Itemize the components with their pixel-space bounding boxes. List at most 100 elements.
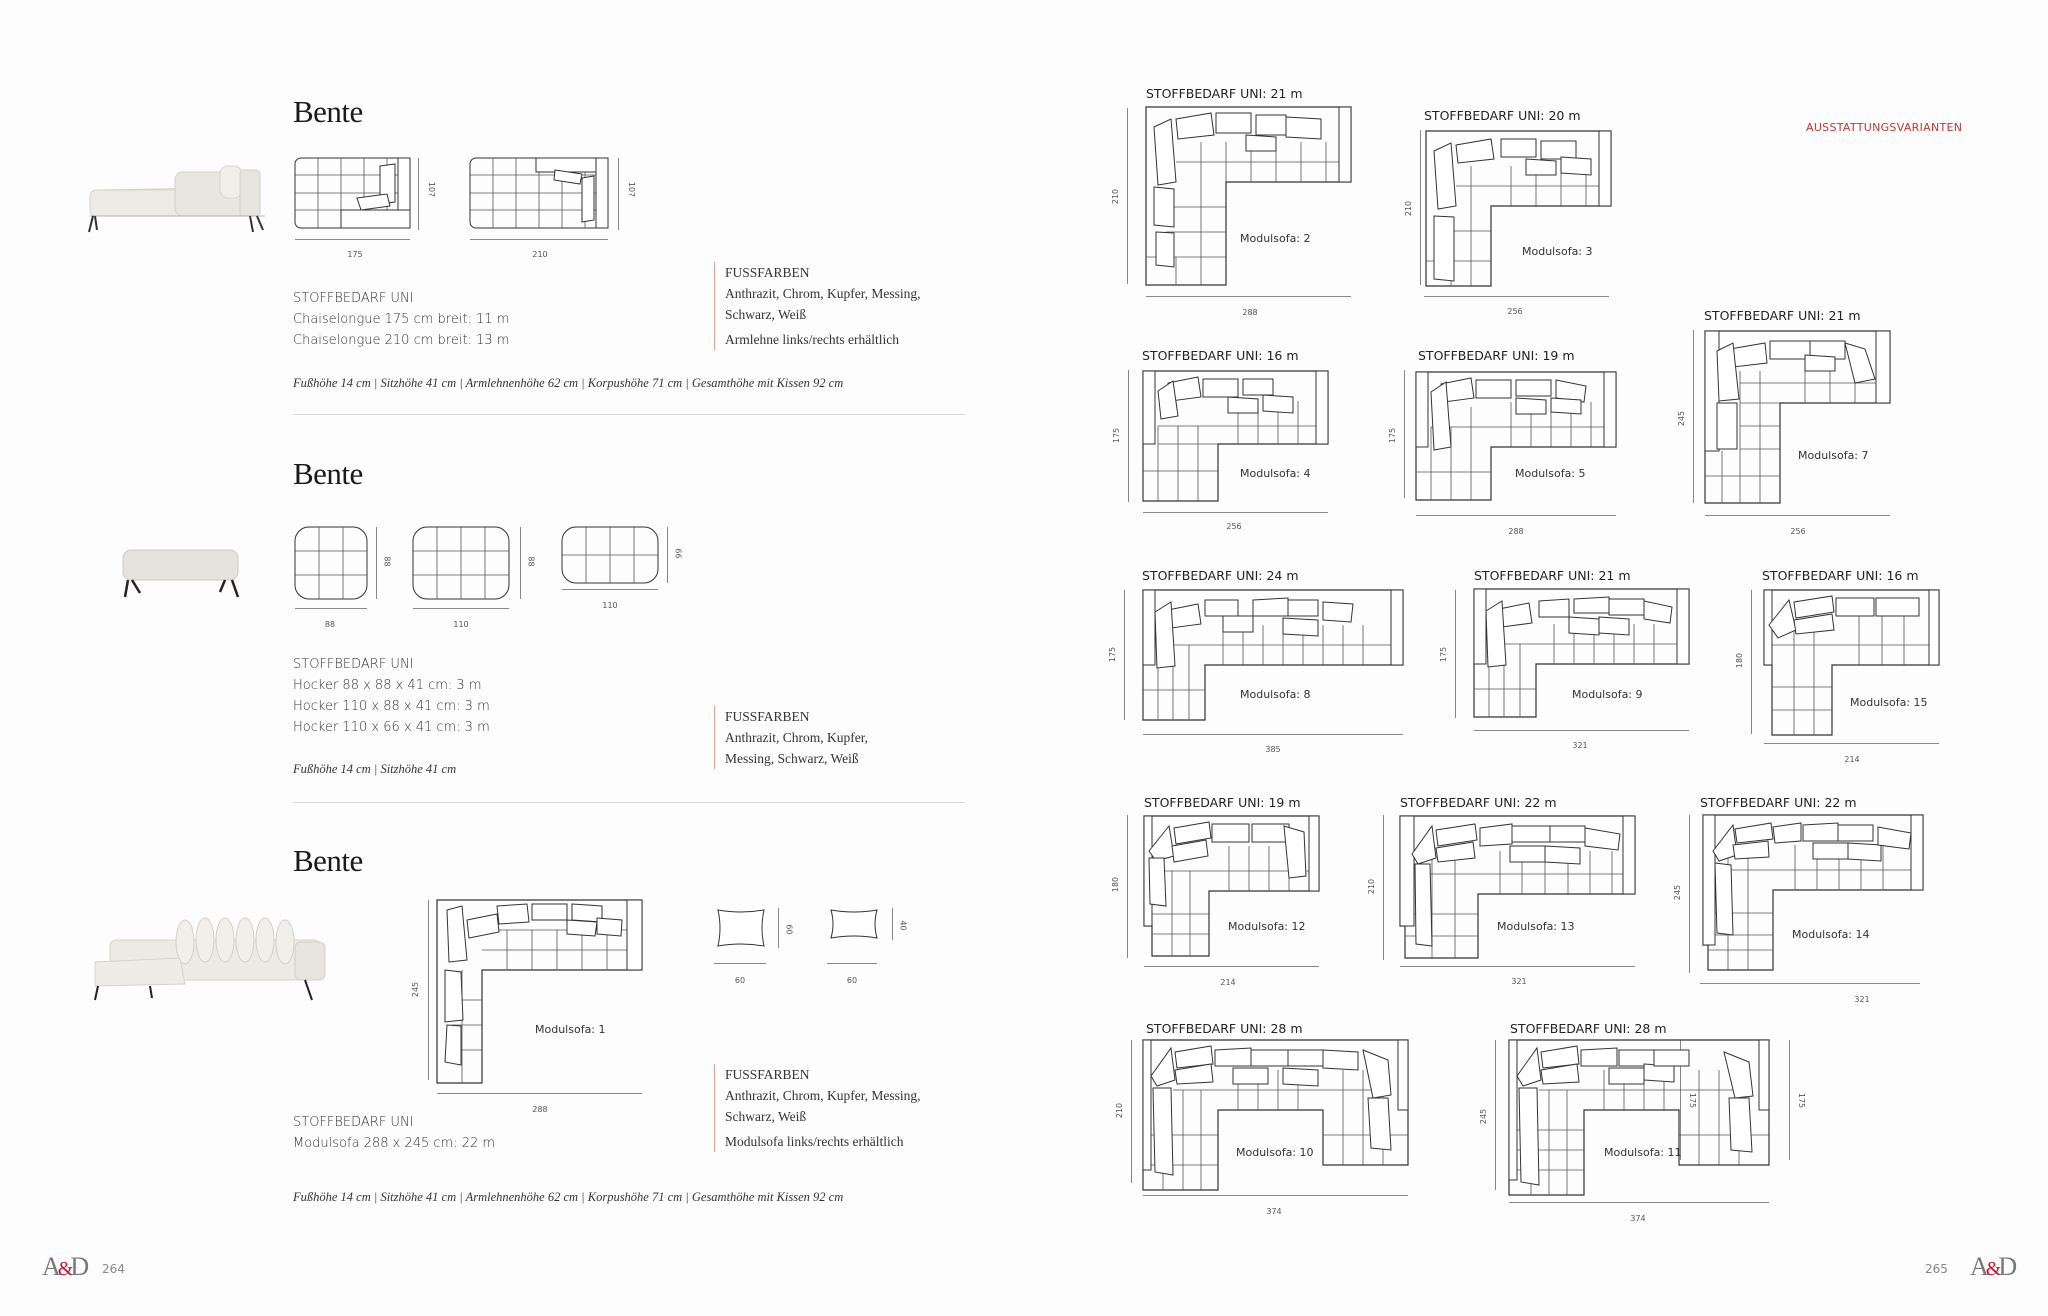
dim-line <box>1764 743 1939 744</box>
dim-line <box>1400 966 1635 967</box>
dim-110b: 110 <box>602 601 618 610</box>
variant-depth-right: 175 <box>1797 1092 1807 1109</box>
dim-line <box>1124 590 1125 720</box>
dim-175: 175 <box>347 250 363 259</box>
variant-depth: 175 <box>1112 427 1122 444</box>
section-divider <box>293 414 965 415</box>
section-2-title: Bente <box>293 456 363 491</box>
modulsofa-1-plan <box>436 899 643 1084</box>
cushion-1-height: 60 <box>784 924 794 935</box>
dim-88v: 88 <box>382 556 392 567</box>
variant-stoff: STOFFBEDARF UNI: 19 m <box>1418 348 1575 363</box>
dim-line <box>778 908 779 948</box>
fabric-line: Chaiselongue 210 cm breit: 13 m <box>293 333 510 348</box>
dim-line <box>667 527 668 583</box>
dim-line <box>892 908 893 940</box>
section-2-fabric: STOFFBEDARF UNI Hocker 88 x 88 x 41 cm: … <box>293 654 490 738</box>
modulsofa-14-plan <box>1702 814 1924 971</box>
modulsofa-11-plan <box>1508 1039 1770 1196</box>
section-3-fabric: STOFFBEDARF UNI Modulsofa 288 x 245 cm: … <box>293 1112 495 1154</box>
variant-width: 385 <box>1265 745 1281 754</box>
dim-line <box>1143 734 1403 735</box>
variant-stoff: STOFFBEDARF UNI: 16 m <box>1142 348 1299 363</box>
dim-line <box>562 589 658 590</box>
dim-line <box>1693 330 1694 503</box>
variant-stoff: STOFFBEDARF UNI: 21 m <box>1474 568 1631 583</box>
chaiselongue-210-plan <box>469 157 609 229</box>
fabric-line: Chaiselongue 175 cm breit: 11 m <box>293 312 510 327</box>
hocker-110-plan <box>412 526 510 600</box>
hocker-88-plan <box>294 526 368 600</box>
modulsofa-5-plan <box>1415 371 1617 501</box>
dim-line <box>428 900 429 1080</box>
variant-width: 321 <box>1511 977 1527 986</box>
variant-label: Modulsofa: 3 <box>1522 245 1593 258</box>
modulsofa-photo <box>94 917 326 1001</box>
variant-label: Modulsofa: 7 <box>1798 449 1869 462</box>
variant-stoff: STOFFBEDARF UNI: 24 m <box>1142 568 1299 583</box>
dim-line <box>1705 515 1890 516</box>
variant-width: 321 <box>1572 741 1588 750</box>
variant-width: 256 <box>1226 522 1242 531</box>
feet-heading: FUSSFARBEN <box>725 265 810 280</box>
section-1-title: Bente <box>293 94 363 129</box>
variant-label: Modulsofa: 12 <box>1228 920 1306 933</box>
variant-label: Modulsofa: 2 <box>1240 232 1311 245</box>
variant-depth: 245 <box>1673 884 1683 901</box>
section-3-feet: FUSSFARBEN Anthrazit, Chrom, Kupfer, Mes… <box>714 1064 921 1152</box>
variant-depth: 245 <box>1479 1108 1489 1125</box>
section-3-title: Bente <box>293 843 363 878</box>
variant-label: Modulsofa: 11 <box>1604 1146 1682 1159</box>
variant-depth: 210 <box>1404 200 1414 217</box>
feet-line: Anthrazit, Chrom, Kupfer, Messing, <box>725 286 921 301</box>
dim-line <box>827 963 877 964</box>
variant-depth: 245 <box>1677 410 1687 427</box>
dim-line <box>1128 370 1129 502</box>
dim-288: 288 <box>532 1105 548 1114</box>
section-2-measures: Fußhöhe 14 cm | Sitzhöhe 41 cm <box>293 762 457 776</box>
logo-amp: & <box>1985 1258 2001 1280</box>
variant-stoff: STOFFBEDARF UNI: 21 m <box>1704 308 1861 323</box>
dim-line <box>1143 1195 1408 1196</box>
dim-245: 245 <box>411 981 421 998</box>
dim-line <box>1127 108 1128 284</box>
dim-line <box>1689 815 1690 973</box>
dim-line <box>1495 1040 1496 1190</box>
dim-line <box>295 608 367 609</box>
dim-line <box>1131 1040 1132 1183</box>
modulsofa-10-plan <box>1142 1039 1409 1191</box>
page-number-right: 265 <box>1925 1262 1948 1276</box>
section-2-feet: FUSSFARBEN Anthrazit, Chrom, Kupfer, Mes… <box>714 706 868 769</box>
section-1-fabric: STOFFBEDARF UNI Chaiselongue 175 cm brei… <box>293 288 509 351</box>
modulsofa-2-plan <box>1145 106 1352 286</box>
dim-line <box>1680 1040 1681 1160</box>
dim-line <box>1751 590 1752 734</box>
dim-110: 110 <box>453 620 469 629</box>
variant-depth: 210 <box>1111 188 1121 205</box>
variant-width: 374 <box>1630 1214 1646 1223</box>
variant-stoff: STOFFBEDARF UNI: 19 m <box>1144 795 1301 810</box>
feet-line: Anthrazit, Chrom, Kupfer, Messing, <box>725 1088 921 1103</box>
logo-d: D <box>70 1252 89 1281</box>
page-number-left: 264 <box>102 1262 125 1276</box>
fabric-line: Hocker 88 x 88 x 41 cm: 3 m <box>293 678 482 693</box>
dim-88v2: 88 <box>526 556 536 567</box>
section-3-measures: Fußhöhe 14 cm | Sitzhöhe 41 cm | Armlehn… <box>293 1190 844 1204</box>
variant-label: Modulsofa: 14 <box>1792 928 1870 941</box>
logo-d: D <box>1998 1252 2017 1281</box>
dim-line <box>1144 966 1319 967</box>
cushion-60x40 <box>830 909 878 939</box>
variant-label: Modulsofa: 15 <box>1850 696 1928 709</box>
cushion-2-width: 60 <box>846 976 858 985</box>
modulsofa-8-plan <box>1142 589 1404 721</box>
hocker-110x66-plan <box>561 526 659 584</box>
section-1-measures: Fußhöhe 14 cm | Sitzhöhe 41 cm | Armlehn… <box>293 376 844 390</box>
variant-width: 256 <box>1507 307 1523 316</box>
brand-logo-right: A&D <box>1970 1252 2017 1282</box>
variant-label: Modulsofa: 5 <box>1515 467 1586 480</box>
fabric-line: Modulsofa 288 x 245 cm: 22 m <box>293 1136 496 1151</box>
dim-66v: 66 <box>673 548 683 559</box>
dim-line <box>520 527 521 599</box>
modulsofa-4-plan <box>1142 370 1329 502</box>
modulsofa-3-plan <box>1425 130 1612 287</box>
